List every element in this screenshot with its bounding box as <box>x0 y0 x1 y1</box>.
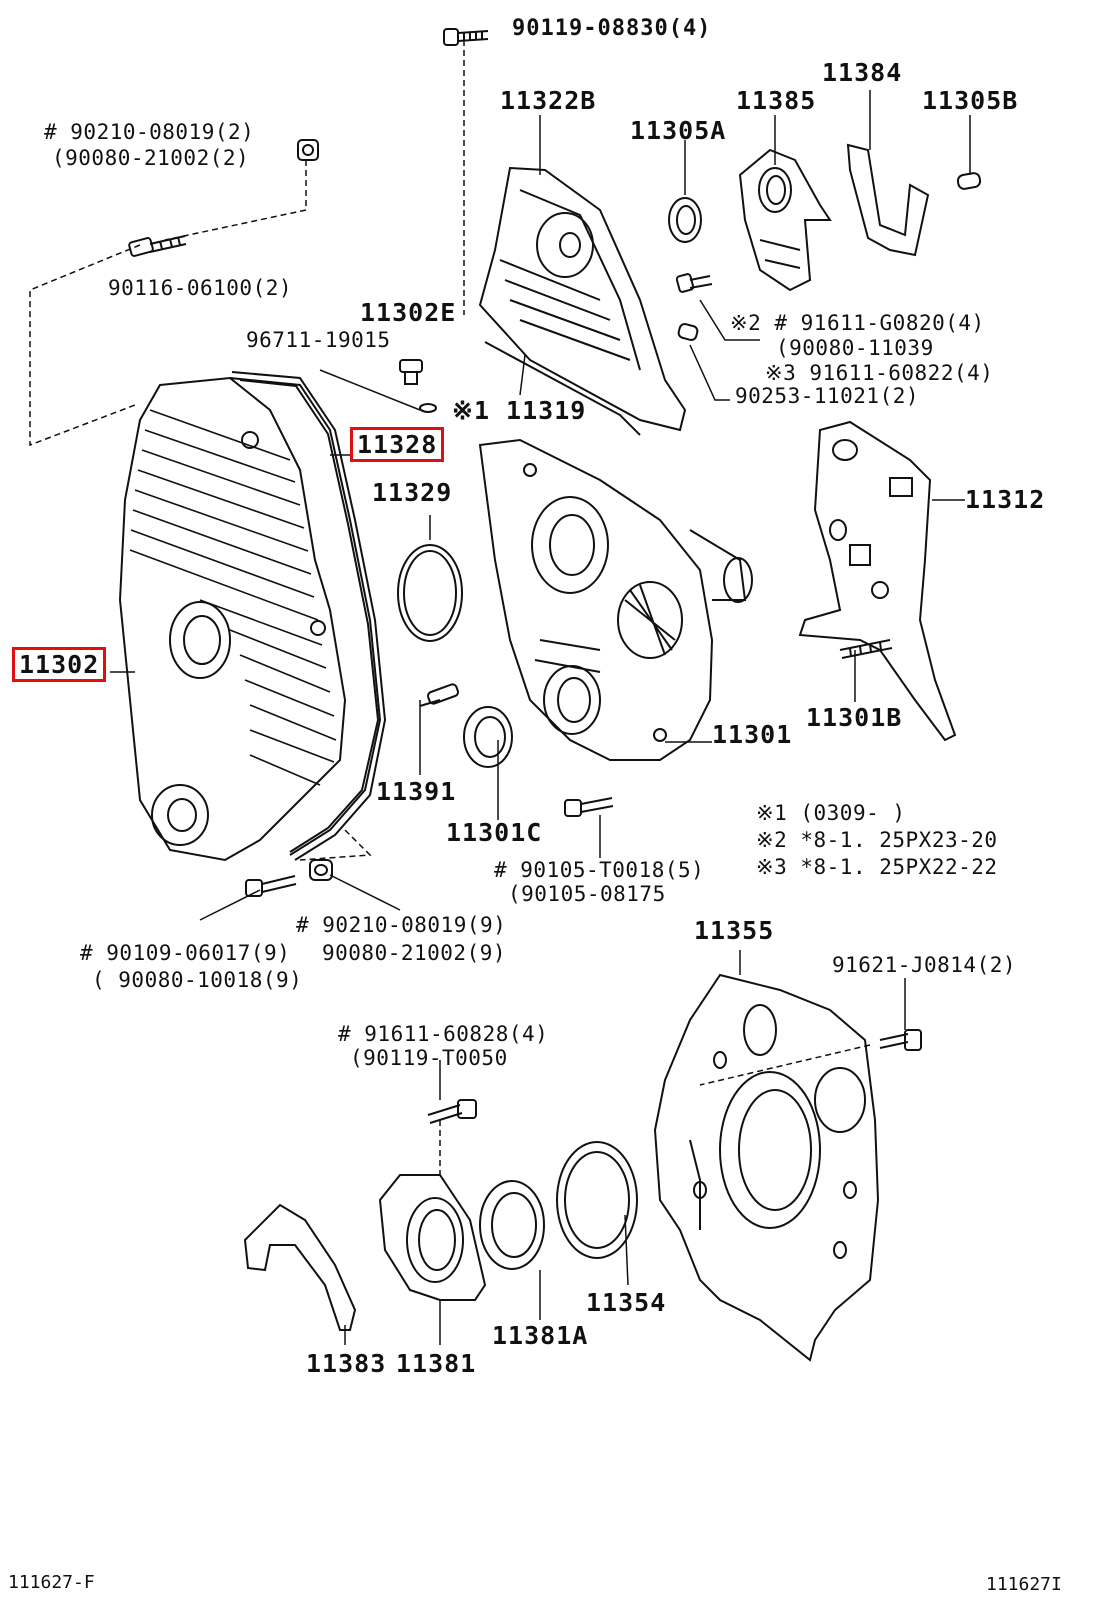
label-90080-21002-2: (90080-21002(2) <box>52 146 250 170</box>
label-11319: ※1 11319 <box>452 396 587 425</box>
bracket-11384 <box>846 143 930 257</box>
label-90080-21002-9: 90080-21002(9) <box>322 941 507 965</box>
bolt-90105-t0018-icon <box>564 797 614 817</box>
label-11381: 11381 <box>396 1349 477 1378</box>
label-90080-11039: (90080-11039 <box>776 336 934 360</box>
bolt-91611-60828-icon <box>427 1099 477 1124</box>
label-11305b: 11305B <box>922 86 1019 115</box>
bolt-90109-06017-icon <box>245 875 297 897</box>
stud-11391-icon <box>419 683 460 707</box>
oil-seal-11301c <box>463 706 513 768</box>
label-90210-08019-9: # 90210-08019(9) <box>296 913 507 937</box>
bolt-91611-g0820-icon <box>675 273 713 293</box>
gasket-11328 <box>231 371 387 861</box>
label-91621-j0814: 91621-J0814(2) <box>832 953 1017 977</box>
label-96711-19015: 96711-19015 <box>246 328 391 352</box>
label-11302-highlighted: 11302 <box>12 647 107 682</box>
label-91611-60828: # 91611-60828(4) <box>338 1022 549 1046</box>
bolt-91621-j0814-icon <box>879 1029 922 1051</box>
label-90105-t0018: # 90105-T0018(5) <box>494 858 705 882</box>
label-11381a: 11381A <box>492 1321 589 1350</box>
upper-cover-11322b <box>478 166 687 436</box>
label-11391: 11391 <box>376 777 457 806</box>
cover-11383 <box>243 1203 357 1331</box>
o-ring-11329 <box>397 544 463 642</box>
label-90116-06100: 90116-06100(2) <box>108 276 293 300</box>
bolt-90119-08830-icon <box>443 28 489 46</box>
label-11302e: 11302E <box>360 298 457 327</box>
gasket-11312 <box>798 420 957 742</box>
label-11305a: 11305A <box>630 116 727 145</box>
label-11329: 11329 <box>372 478 453 507</box>
housing-11385 <box>738 148 832 292</box>
note-2: ※2 *8-1. 25PX23-20 <box>756 828 998 852</box>
nut-90210-08019-9-icon <box>309 859 333 881</box>
label-11328-highlighted: 11328 <box>350 427 445 462</box>
label-11322b: 11322B <box>500 86 597 115</box>
dowel-11305b-icon <box>956 172 982 190</box>
gear-case-11301 <box>478 438 753 761</box>
nut-90210-08019-icon <box>297 139 319 161</box>
timing-cover-11302 <box>118 376 382 862</box>
label-11301b: 11301B <box>806 703 903 732</box>
label-90109-06017: # 90109-06017(9) <box>80 941 291 965</box>
label-11355: 11355 <box>694 916 775 945</box>
leader-lines <box>29 40 971 1345</box>
figure-id-right: 111627I <box>986 1574 1062 1595</box>
stud-90116-06100-icon <box>128 235 187 257</box>
retainer-11381 <box>378 1174 487 1301</box>
stud-11301b-icon <box>839 639 893 659</box>
seal-11305a-icon <box>668 197 702 243</box>
label-11385: 11385 <box>736 86 817 115</box>
label-11301: 11301 <box>712 720 793 749</box>
label-11312: 11312 <box>965 485 1046 514</box>
label-91611-60822: ※3 91611-60822(4) <box>765 361 994 385</box>
oil-seal-11354 <box>556 1141 638 1259</box>
label-90210-08019-2: # 90210-08019(2) <box>44 120 255 144</box>
end-plate-11355 <box>653 973 880 1362</box>
label-91611-g0820: ※2 # 91611-G0820(4) <box>730 311 985 335</box>
label-11384: 11384 <box>822 58 903 87</box>
label-90119-08830: 90119-08830(4) <box>512 16 712 41</box>
plug-96711-19015-icon <box>399 359 437 413</box>
label-90080-10018: ( 90080-10018(9) <box>92 968 303 992</box>
seal-11381a <box>479 1180 545 1270</box>
label-11301c: 11301C <box>446 818 543 847</box>
label-90119-t0050: (90119-T0050 <box>350 1046 508 1070</box>
note-3: ※3 *8-1. 25PX22-22 <box>756 855 998 879</box>
bushing-90253-11021-icon <box>677 323 699 341</box>
label-90253-11021: 90253-11021(2) <box>735 384 920 408</box>
figure-id-left: 111627-F <box>8 1572 95 1593</box>
note-1: ※1 (0309- ) <box>756 801 906 825</box>
label-11383: 11383 <box>306 1349 387 1378</box>
label-90105-08175: (90105-08175 <box>508 882 666 906</box>
label-11354: 11354 <box>586 1288 667 1317</box>
